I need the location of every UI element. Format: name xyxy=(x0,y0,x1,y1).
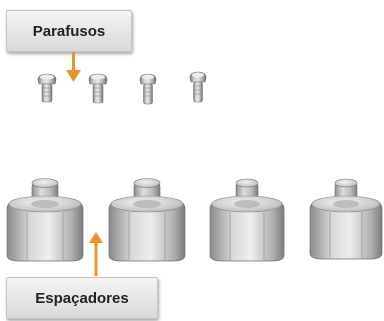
screw-1 xyxy=(37,73,57,103)
screws-label: Parafusos xyxy=(6,10,132,52)
screw-4 xyxy=(189,71,207,103)
screw-2 xyxy=(88,73,108,104)
spacer-1 xyxy=(6,178,84,262)
spacer-3 xyxy=(209,178,285,262)
spacer-4 xyxy=(309,178,383,260)
spacer-2 xyxy=(108,178,186,262)
screws-arrow xyxy=(66,52,81,82)
screw-3 xyxy=(139,73,157,105)
spacers-label: Espaçadores xyxy=(6,277,158,319)
screws-label-text: Parafusos xyxy=(32,22,106,40)
spacers-label-text: Espaçadores xyxy=(35,289,129,307)
spacers-arrow xyxy=(89,232,103,276)
